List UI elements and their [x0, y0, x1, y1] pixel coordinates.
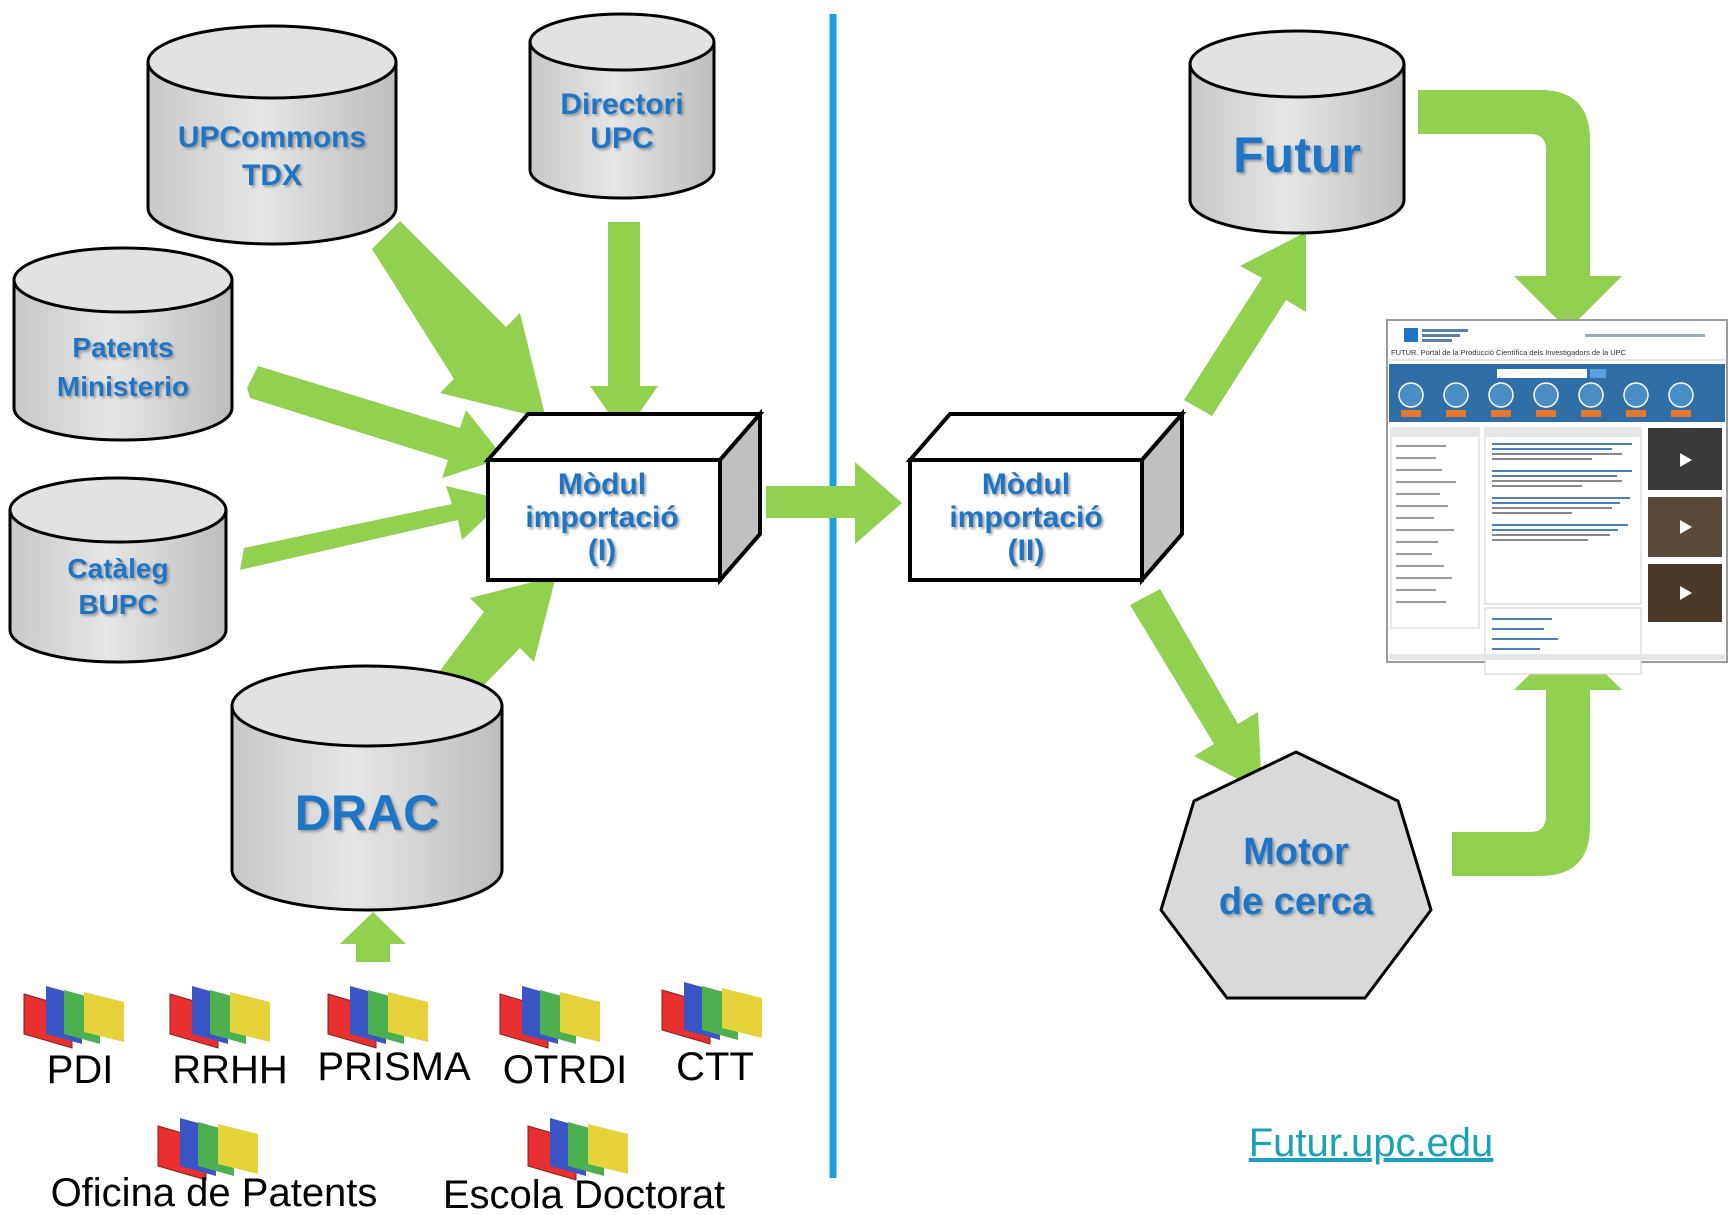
folder-icon-otrdi [499, 986, 600, 1049]
module-2-label-3: (II) [1008, 534, 1045, 567]
folder-label-escola-doctorat: Escola Doctorat [443, 1173, 725, 1215]
folder-icon-oficina-patents [157, 1118, 258, 1181]
arrow-module2-to-motor [1130, 589, 1262, 792]
folder-icon-rrhh [169, 986, 270, 1049]
db-directori-label-2: UPC [590, 122, 653, 155]
module-2-box: Mòdul importació (II) [905, 408, 1187, 586]
db-upcommons-label-1: UPCommons [178, 121, 366, 154]
db-patents-cylinder: Patents Ministerio [12, 246, 234, 442]
portal-news-lines [1492, 443, 1632, 541]
module-1-label-1: Mòdul [558, 468, 646, 501]
arrow-motor-to-portal [1452, 636, 1622, 876]
db-directori-cylinder: Directori UPC [528, 12, 716, 200]
module-1-box: Mòdul importació (I) [483, 408, 765, 586]
db-futur-label: Futur [1233, 127, 1361, 183]
db-directori-label-1: Directori [560, 88, 683, 121]
db-upcommons-cylinder: UPCommons TDX [146, 24, 398, 246]
search-engine-label-2: de cerca [1219, 881, 1374, 923]
arrow-cataleg-to-module [240, 486, 505, 570]
db-cataleg-label-2: BUPC [78, 589, 157, 620]
portal-stat-circles [1398, 382, 1694, 417]
db-patents-label-2: Ministerio [57, 371, 189, 402]
db-upcommons-label-2: TDX [242, 159, 302, 192]
folder-label-oficina-patents: Oficina de Patents [51, 1171, 378, 1215]
arrows-right [1130, 90, 1622, 876]
folder-label-prisma: PRISMA [317, 1045, 471, 1089]
module-2-label-2: importació [949, 501, 1102, 534]
db-cataleg-cylinder: Catàleg BUPC [8, 476, 228, 664]
arrow-patents-to-module [247, 366, 504, 478]
module-2-label-1: Mòdul [982, 468, 1070, 501]
arrow-futur-to-portal [1418, 90, 1622, 330]
module-1-label-3: (I) [588, 534, 616, 567]
arrow-module2-to-futur [1184, 232, 1306, 416]
folder-icon-pdi [23, 986, 124, 1049]
portal-menu-lines [1396, 445, 1456, 603]
arrow-upcommons-to-module [372, 221, 546, 419]
portal-header-text: FUTUR. Portal de la Producció Científica… [1391, 348, 1627, 357]
folder-icon-escola-doctorat [527, 1118, 628, 1181]
arrow-module1-to-module2 [766, 462, 902, 544]
search-engine-label-1: Motor [1243, 831, 1349, 873]
folder-label-ctt: CTT [676, 1045, 754, 1089]
portal-url-link[interactable]: Futur.upc.edu [1249, 1121, 1494, 1165]
search-engine-heptagon: Motor de cerca [1159, 750, 1433, 1000]
portal-links-lines [1492, 618, 1558, 650]
db-drac-label: DRAC [295, 785, 439, 841]
folder-label-pdi: PDI [47, 1048, 114, 1092]
db-patents-label-1: Patents [72, 332, 173, 363]
db-drac-cylinder: DRAC [230, 664, 504, 912]
folders-group: PDI RRHH PRISMA OTRDI CTT Oficina de Pat… [23, 982, 762, 1215]
folder-icon-prisma [327, 986, 428, 1049]
folder-label-otrdi: OTRDI [503, 1048, 627, 1092]
arrow-directori-to-module [590, 222, 658, 435]
db-futur-cylinder: Futur [1188, 29, 1406, 235]
db-cataleg-label-1: Catàleg [67, 553, 168, 584]
folder-icon-ctt [661, 982, 762, 1045]
folder-label-rrhh: RRHH [172, 1048, 288, 1092]
portal-screenshot: FUTUR. Portal de la Producció Científica… [1386, 319, 1728, 675]
module-1-label-2: importació [525, 501, 678, 534]
arrow-folders-to-drac [340, 912, 406, 962]
